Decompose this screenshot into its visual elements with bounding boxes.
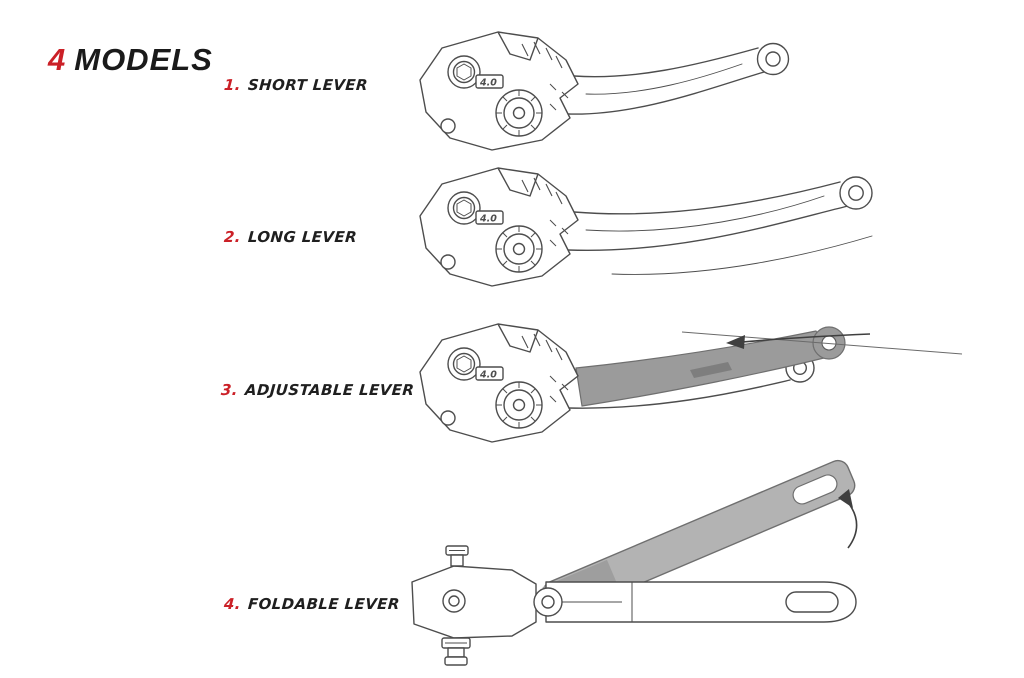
model-number: 1. (223, 76, 242, 94)
lever-pivot-body (419, 31, 579, 151)
model-name: SHORT LEVER (247, 76, 369, 94)
lever-pivot-body (419, 167, 579, 287)
short-lever-illustration: 4.0 (419, 31, 790, 151)
title-word: MODELS (74, 42, 213, 77)
foldable-lever-illustration (411, 459, 858, 666)
model-number: 2. (223, 228, 242, 246)
model-label-foldable: 4. FOLDABLE LEVER (223, 595, 400, 613)
adjustable-lever-illustration: 4.0 (419, 323, 963, 443)
blade-shade-patch (690, 362, 732, 378)
pivot-clevis (411, 545, 563, 666)
model-name: FOLDABLE LEVER (247, 595, 401, 613)
blade-bottom-edge (567, 205, 849, 252)
top-screw (445, 545, 469, 567)
blade-tip-hole (848, 185, 864, 201)
adjust-direction-arrow (726, 333, 871, 349)
model-label-short: 1. SHORT LEVER (223, 76, 368, 94)
lever-arm-slot (785, 591, 839, 613)
bottom-screw (441, 637, 471, 666)
blade-detail-line (585, 195, 825, 232)
model-number: 3. (220, 381, 239, 399)
blade-top-edge (573, 181, 841, 215)
model-number: 4. (223, 595, 242, 613)
motion-guide-line (681, 331, 963, 355)
long-lever-illustration: 4.0 (419, 167, 873, 287)
dial-value-label: 4.0 (479, 370, 497, 381)
blade-bottom-edge (567, 71, 765, 115)
fold-direction-arrow (838, 489, 858, 549)
model-name: LONG LEVER (247, 228, 358, 246)
lever-pivot-body (419, 323, 579, 443)
dial-value-label: 4.0 (479, 214, 497, 225)
blade-tip-hole (765, 51, 781, 67)
title-number: 4 (48, 42, 67, 77)
dial-value-label: 4.0 (479, 78, 497, 89)
blade-tip (756, 42, 790, 76)
folded-blade-slot (792, 474, 838, 505)
blade-bottom-edge (567, 379, 791, 409)
blade-tip (839, 176, 873, 210)
lever-arm (545, 581, 857, 623)
blade-top-edge (573, 47, 759, 78)
blade-lower-line (611, 235, 873, 275)
model-label-long: 2. LONG LEVER (223, 228, 357, 246)
blade-detail-line (585, 63, 743, 95)
